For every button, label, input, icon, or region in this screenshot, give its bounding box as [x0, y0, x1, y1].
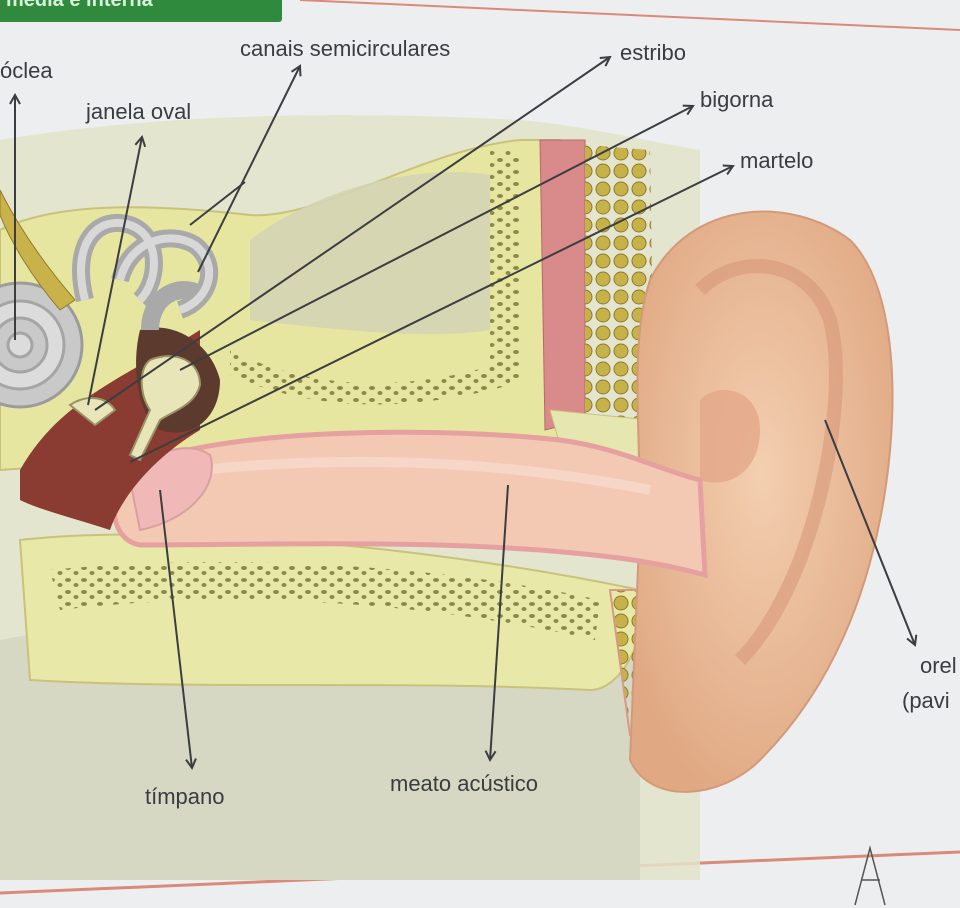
top-rule: [299, 0, 960, 31]
arrow-canais-2: [197, 66, 300, 273]
cochlea: [0, 281, 84, 409]
arrow-orelha: [824, 419, 915, 645]
arrow-martelo: [129, 166, 733, 463]
label-orelha-line1: orel: [920, 653, 957, 678]
label-bigorna: bigorna: [700, 87, 774, 112]
label-orelha-line2: (pavi: [902, 688, 950, 713]
arrow-meato: [490, 484, 509, 760]
ossicles: [128, 355, 202, 462]
label-timpano: tímpano: [145, 784, 225, 809]
arrow-janela-oval: [87, 137, 142, 406]
label-meato-acustico: meato acústico: [390, 771, 538, 796]
label-coclea: óclea: [0, 58, 53, 83]
arrow-canais-1: [189, 181, 246, 226]
label-martelo: martelo: [740, 148, 814, 173]
arrow-estribo: [94, 57, 610, 411]
arrow-bigorna: [179, 106, 693, 371]
label-canais-semicirculares: canais semicirculares: [240, 36, 451, 61]
section-header: média e interna: [0, 0, 282, 22]
label-estribo: estribo: [620, 40, 687, 65]
pen-scribble: [854, 845, 886, 906]
label-janela-oval: janela oval: [86, 99, 192, 124]
arrow-timpano: [159, 489, 192, 768]
